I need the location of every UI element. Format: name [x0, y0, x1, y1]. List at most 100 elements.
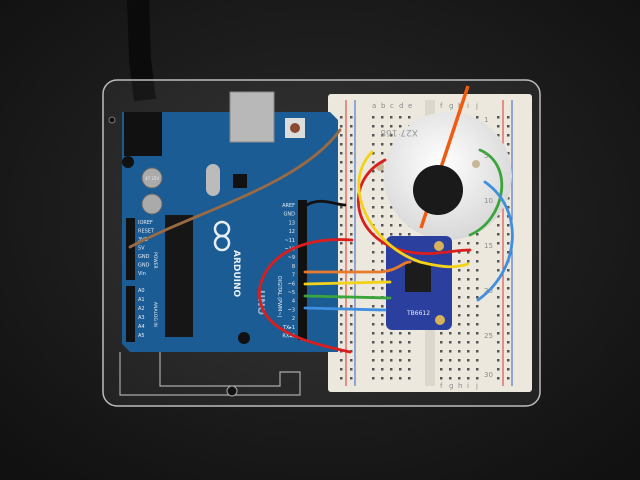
breadboard-hole	[350, 206, 353, 209]
breadboard-hole	[467, 377, 470, 380]
row-number: 5	[484, 152, 488, 160]
breadboard-hole	[381, 143, 384, 146]
breadboard-hole	[390, 125, 393, 128]
wire-brown	[128, 128, 342, 249]
motor-knob[interactable]	[413, 165, 463, 215]
breadboard-hole	[390, 224, 393, 227]
crystal	[206, 164, 220, 196]
breadboard-hole	[340, 305, 343, 308]
breadboard-hole	[507, 323, 510, 326]
breadboard-hole	[476, 260, 479, 263]
usb-port	[229, 91, 275, 143]
pin-label: A1	[138, 297, 145, 303]
breadboard-hole	[350, 269, 353, 272]
usb-chip	[233, 174, 247, 188]
row-number: 25	[484, 332, 493, 340]
breadboard-hole	[497, 269, 500, 272]
breadboard-hole	[507, 287, 510, 290]
breadboard-hole	[381, 368, 384, 371]
breadboard-hole	[350, 377, 353, 380]
breadboard-hole	[340, 215, 343, 218]
col-label: j	[475, 102, 478, 110]
breadboard-hole	[350, 350, 353, 353]
pin-label: TX▸1	[282, 325, 295, 331]
breadboard-hole	[372, 197, 375, 200]
breadboard-hole	[381, 323, 384, 326]
breadboard-hole	[449, 332, 452, 335]
breadboard-hole	[497, 332, 500, 335]
breadboard-hole	[340, 224, 343, 227]
arduino-uno-board: 47 25V ARDUINO UNO DIGITAL (PWM~) POWER …	[122, 91, 338, 352]
breadboard-hole	[381, 116, 384, 119]
breadboard-hole	[350, 152, 353, 155]
breadboard-hole	[467, 287, 470, 290]
arduino-infinity-logo	[213, 220, 231, 252]
breadboard-hole	[350, 170, 353, 173]
col-label: f	[440, 382, 443, 390]
breadboard-hole	[458, 368, 461, 371]
pin-label: A4	[138, 324, 145, 330]
motor-label: X27 168	[380, 127, 418, 137]
breadboard-hole	[458, 314, 461, 317]
breadboard-hole	[350, 179, 353, 182]
pin-label: RESET	[138, 229, 155, 235]
breadboard-hole	[390, 332, 393, 335]
breadboard-hole	[467, 305, 470, 308]
breadboard-hole	[350, 143, 353, 146]
breadboard-hole	[350, 224, 353, 227]
breadboard-hole	[408, 359, 411, 362]
pin-label: A3	[138, 315, 145, 321]
atmega-chip	[165, 215, 193, 337]
breadboard-hole	[340, 188, 343, 191]
breadboard-hole	[399, 332, 402, 335]
pin-label: RX◂0	[282, 334, 295, 340]
breadboard-hole	[507, 242, 510, 245]
breadboard-hole	[458, 350, 461, 353]
breadboard-hole	[458, 359, 461, 362]
breadboard-hole	[399, 341, 402, 344]
breadboard-hole	[340, 314, 343, 317]
breadboard-hole	[340, 206, 343, 209]
breadboard-hole	[476, 323, 479, 326]
wire-black	[303, 199, 347, 208]
pin-label: AREF	[282, 203, 295, 209]
breadboard-hole	[476, 116, 479, 119]
breadboard-hole	[476, 242, 479, 245]
power-header	[126, 218, 135, 280]
breadboard-hole	[399, 350, 402, 353]
breadboard-hole	[340, 152, 343, 155]
breadboard-hole	[372, 377, 375, 380]
breadboard-hole	[340, 251, 343, 254]
breadboard-hole	[381, 197, 384, 200]
col-label: f	[440, 102, 443, 110]
breadboard-hole	[476, 332, 479, 335]
breadboard-hole	[458, 287, 461, 290]
breadboard-hole	[350, 116, 353, 119]
pin-label: 8	[292, 264, 295, 270]
breadboard-hole	[350, 215, 353, 218]
analog-header	[126, 286, 135, 342]
breadboard-column-labels-bottom: f g h i j	[440, 382, 478, 390]
breadboard-hole	[497, 341, 500, 344]
breadboard-hole	[372, 341, 375, 344]
breadboard-hole	[372, 161, 375, 164]
breadboard-hole	[507, 269, 510, 272]
breadboard-hole	[381, 152, 384, 155]
breadboard-hole	[372, 242, 375, 245]
pin-label: 13	[289, 220, 295, 226]
breadboard-hole	[381, 350, 384, 353]
plate-hole	[226, 385, 238, 397]
breadboard-hole	[372, 215, 375, 218]
pin-label: 4	[292, 299, 295, 305]
breadboard-hole	[399, 224, 402, 227]
breadboard-hole	[390, 350, 393, 353]
wire-yellow	[303, 280, 392, 286]
capacitor	[141, 193, 163, 215]
pin-label: 12	[289, 229, 295, 235]
breadboard-hole	[372, 287, 375, 290]
breadboard-hole	[408, 341, 411, 344]
breadboard-hole	[476, 341, 479, 344]
breadboard-hole	[507, 197, 510, 200]
breadboard-hole	[350, 323, 353, 326]
